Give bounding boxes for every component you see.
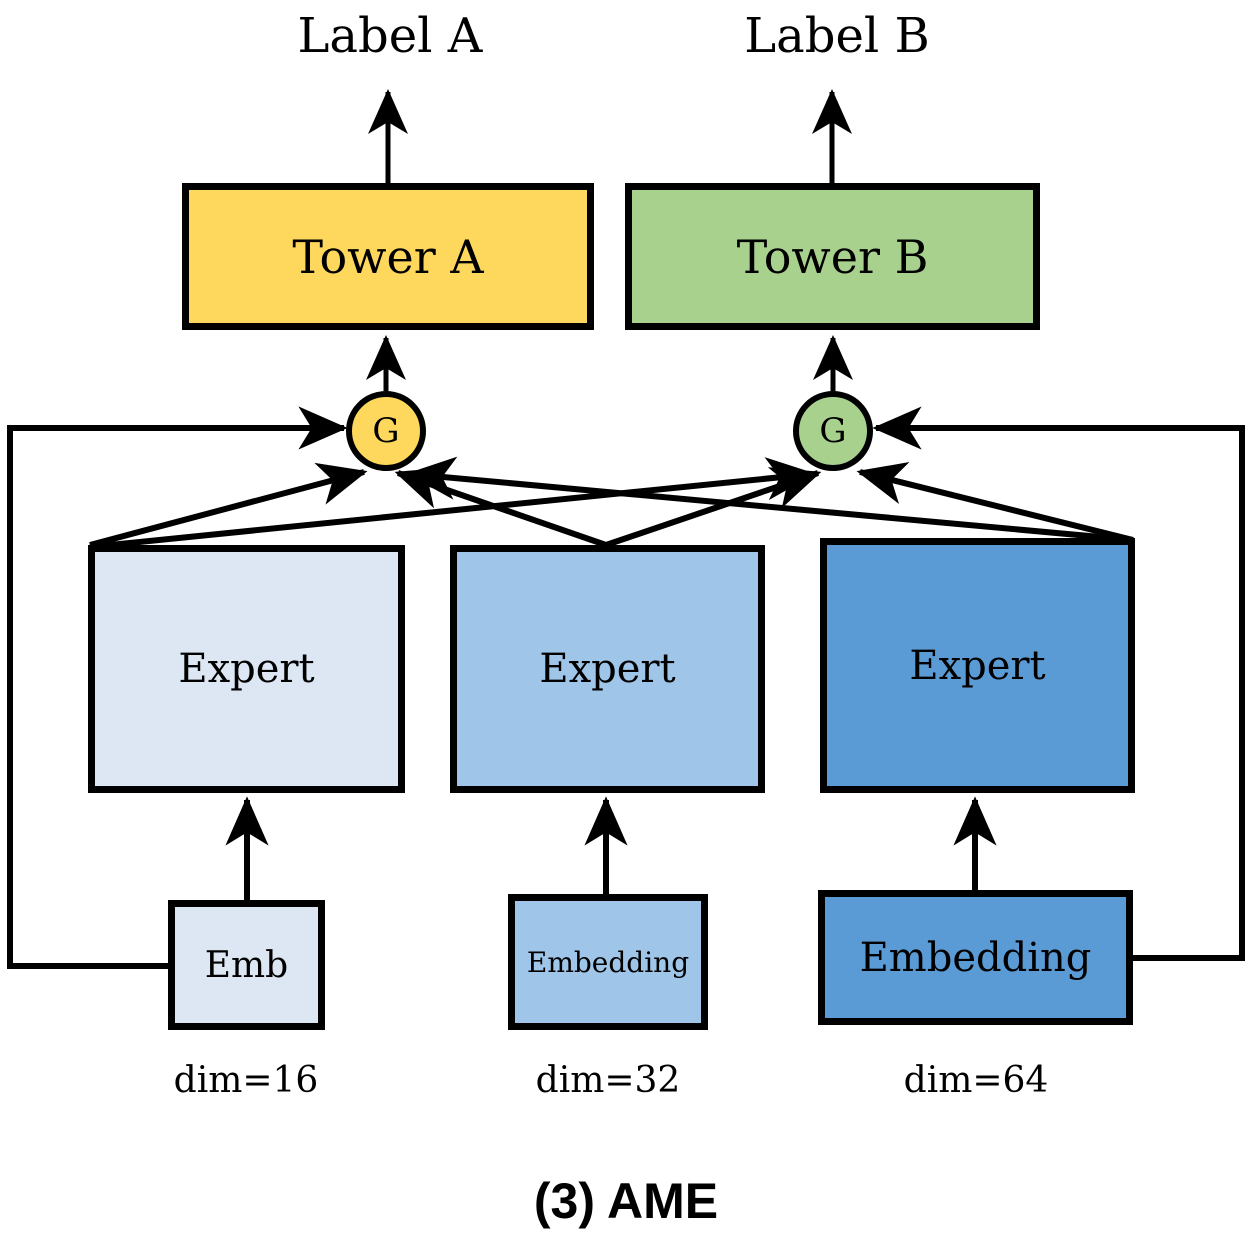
expert-box-1[interactable]: Expert — [88, 545, 405, 793]
wire-expert1-to-gateB — [89, 457, 816, 550]
gate-a-node[interactable]: G — [346, 391, 426, 471]
dim-label-3: dim=64 — [903, 1060, 1049, 1101]
wire-expert1-to-gateA — [89, 462, 368, 548]
embedding-box-2[interactable]: Embedding — [508, 894, 708, 1030]
tower-b-box[interactable]: Tower B — [625, 183, 1040, 330]
wire-expert3-to-gateA — [406, 456, 1134, 543]
output-label-a: Label A — [297, 8, 483, 64]
expert-box-2[interactable]: Expert — [450, 545, 765, 793]
output-label-b: Label B — [744, 8, 930, 64]
embedding-box-3[interactable]: Embedding — [818, 890, 1133, 1025]
embedding-box-1[interactable]: Emb — [168, 900, 325, 1030]
expert-box-3[interactable]: Expert — [820, 538, 1135, 793]
dim-label-2: dim=32 — [535, 1060, 681, 1101]
figure-caption: (3) AME — [533, 1173, 719, 1229]
wire-expert3-to-gateB — [856, 462, 1134, 543]
gate-b-node[interactable]: G — [793, 391, 873, 471]
wire-expert2-to-gateB — [605, 467, 822, 548]
dim-label-1: dim=16 — [173, 1060, 319, 1101]
tower-a-box[interactable]: Tower A — [182, 183, 594, 330]
wire-expert2-to-gateA — [394, 467, 607, 548]
